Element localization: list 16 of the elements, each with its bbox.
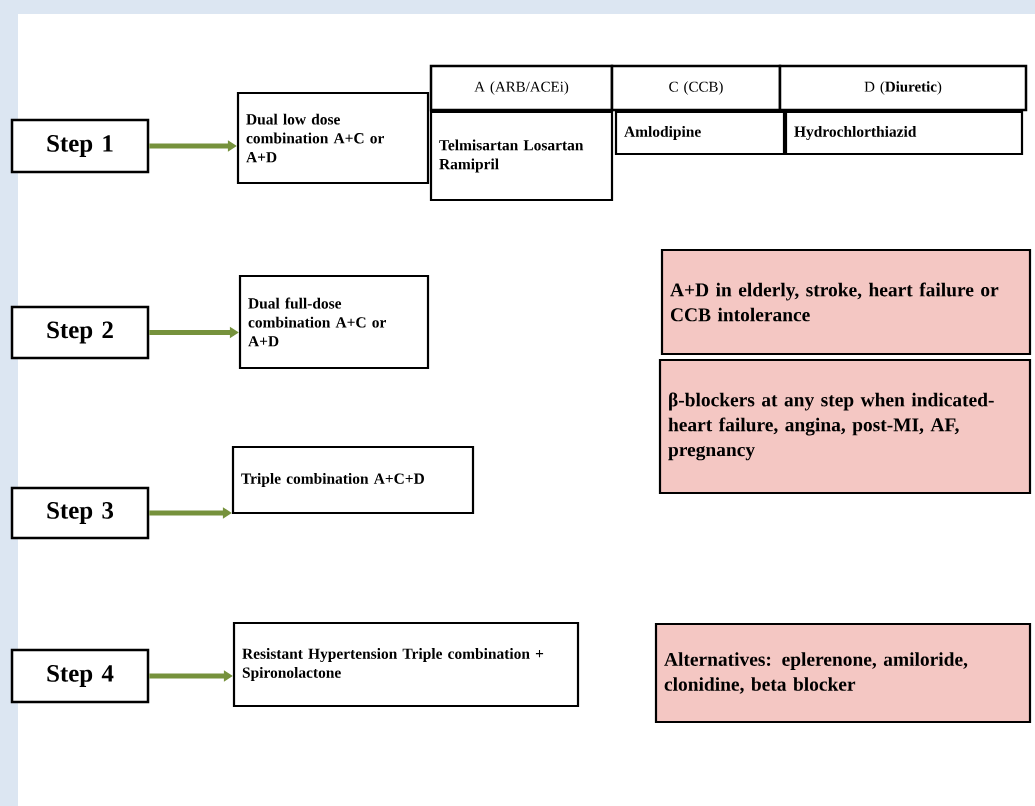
step-box: Step 3: [10, 486, 150, 540]
process-box: Dual low dose combination A+C or A+D: [236, 91, 430, 185]
table-header-cell: D (Diuretic): [778, 64, 1028, 112]
table-header-cell: A (ARB/ACEi): [429, 64, 614, 112]
step-box: Step 4: [10, 648, 150, 704]
table-cell: Hydrochlorthiazid: [784, 110, 1024, 156]
process-box: Resistant Hypertension Triple combination + Spironolactone: [232, 621, 580, 708]
note-box: A+D in elderly, stroke, heart failure or CCB intolerance: [660, 248, 1032, 356]
process-box: Triple combination A+C+D: [231, 445, 475, 515]
table-cell: Amlodipine: [614, 110, 786, 156]
step-box: Step 2: [10, 305, 150, 360]
process-box: Dual full-dose combination A+C or A+D: [238, 274, 430, 370]
step-box: Step 1: [10, 118, 150, 174]
note-box: Alternatives: eplerenone, amiloride, clonidine, beta blocker: [654, 622, 1032, 724]
table-header-cell: C (CCB): [610, 64, 782, 112]
note-box: β-blockers at any step when indicated- heart failure, angina, post-MI, AF, pregnancy: [658, 358, 1032, 495]
